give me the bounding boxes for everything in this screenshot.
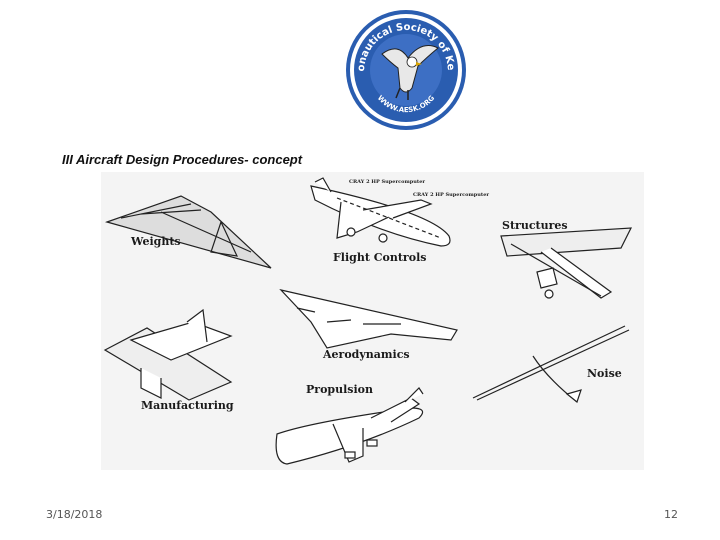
footer-date: 3/18/2018 [46, 508, 102, 521]
label-weights: Weights [130, 235, 181, 248]
aircraft-disciplines-figure: Weights CRAY 2 HP Supercomputer CRAY 2 H… [101, 172, 644, 470]
label-aerodynamics: Aerodynamics [322, 348, 410, 361]
label-propulsion: Propulsion [306, 383, 373, 396]
note-supercomputer-1: CRAY 2 HP Supercomputer [349, 179, 425, 185]
aircraft-mockup-icon [105, 310, 231, 400]
note-supercomputer-2: CRAY 2 HP Supercomputer [413, 192, 489, 198]
label-manufacturing: Manufacturing [141, 399, 234, 412]
label-noise: Noise [587, 367, 622, 380]
label-flight-controls: Flight Controls [333, 251, 426, 264]
label-structures: Structures [502, 219, 568, 232]
aesk-logo: Aeronautical Society of Kenya WWW.AESK.O… [342, 6, 470, 130]
widebody-jet-icon [276, 388, 423, 464]
airliner-cutaway-icon [311, 178, 450, 246]
sailplane-icon [473, 326, 629, 402]
hang-glider-icon [107, 196, 271, 268]
page-number: 12 [648, 508, 678, 521]
slide-title: III Aircraft Design Procedures- concept [62, 152, 302, 167]
twin-boom-aircraft-icon [501, 228, 631, 298]
flying-wing-icon [281, 290, 457, 348]
